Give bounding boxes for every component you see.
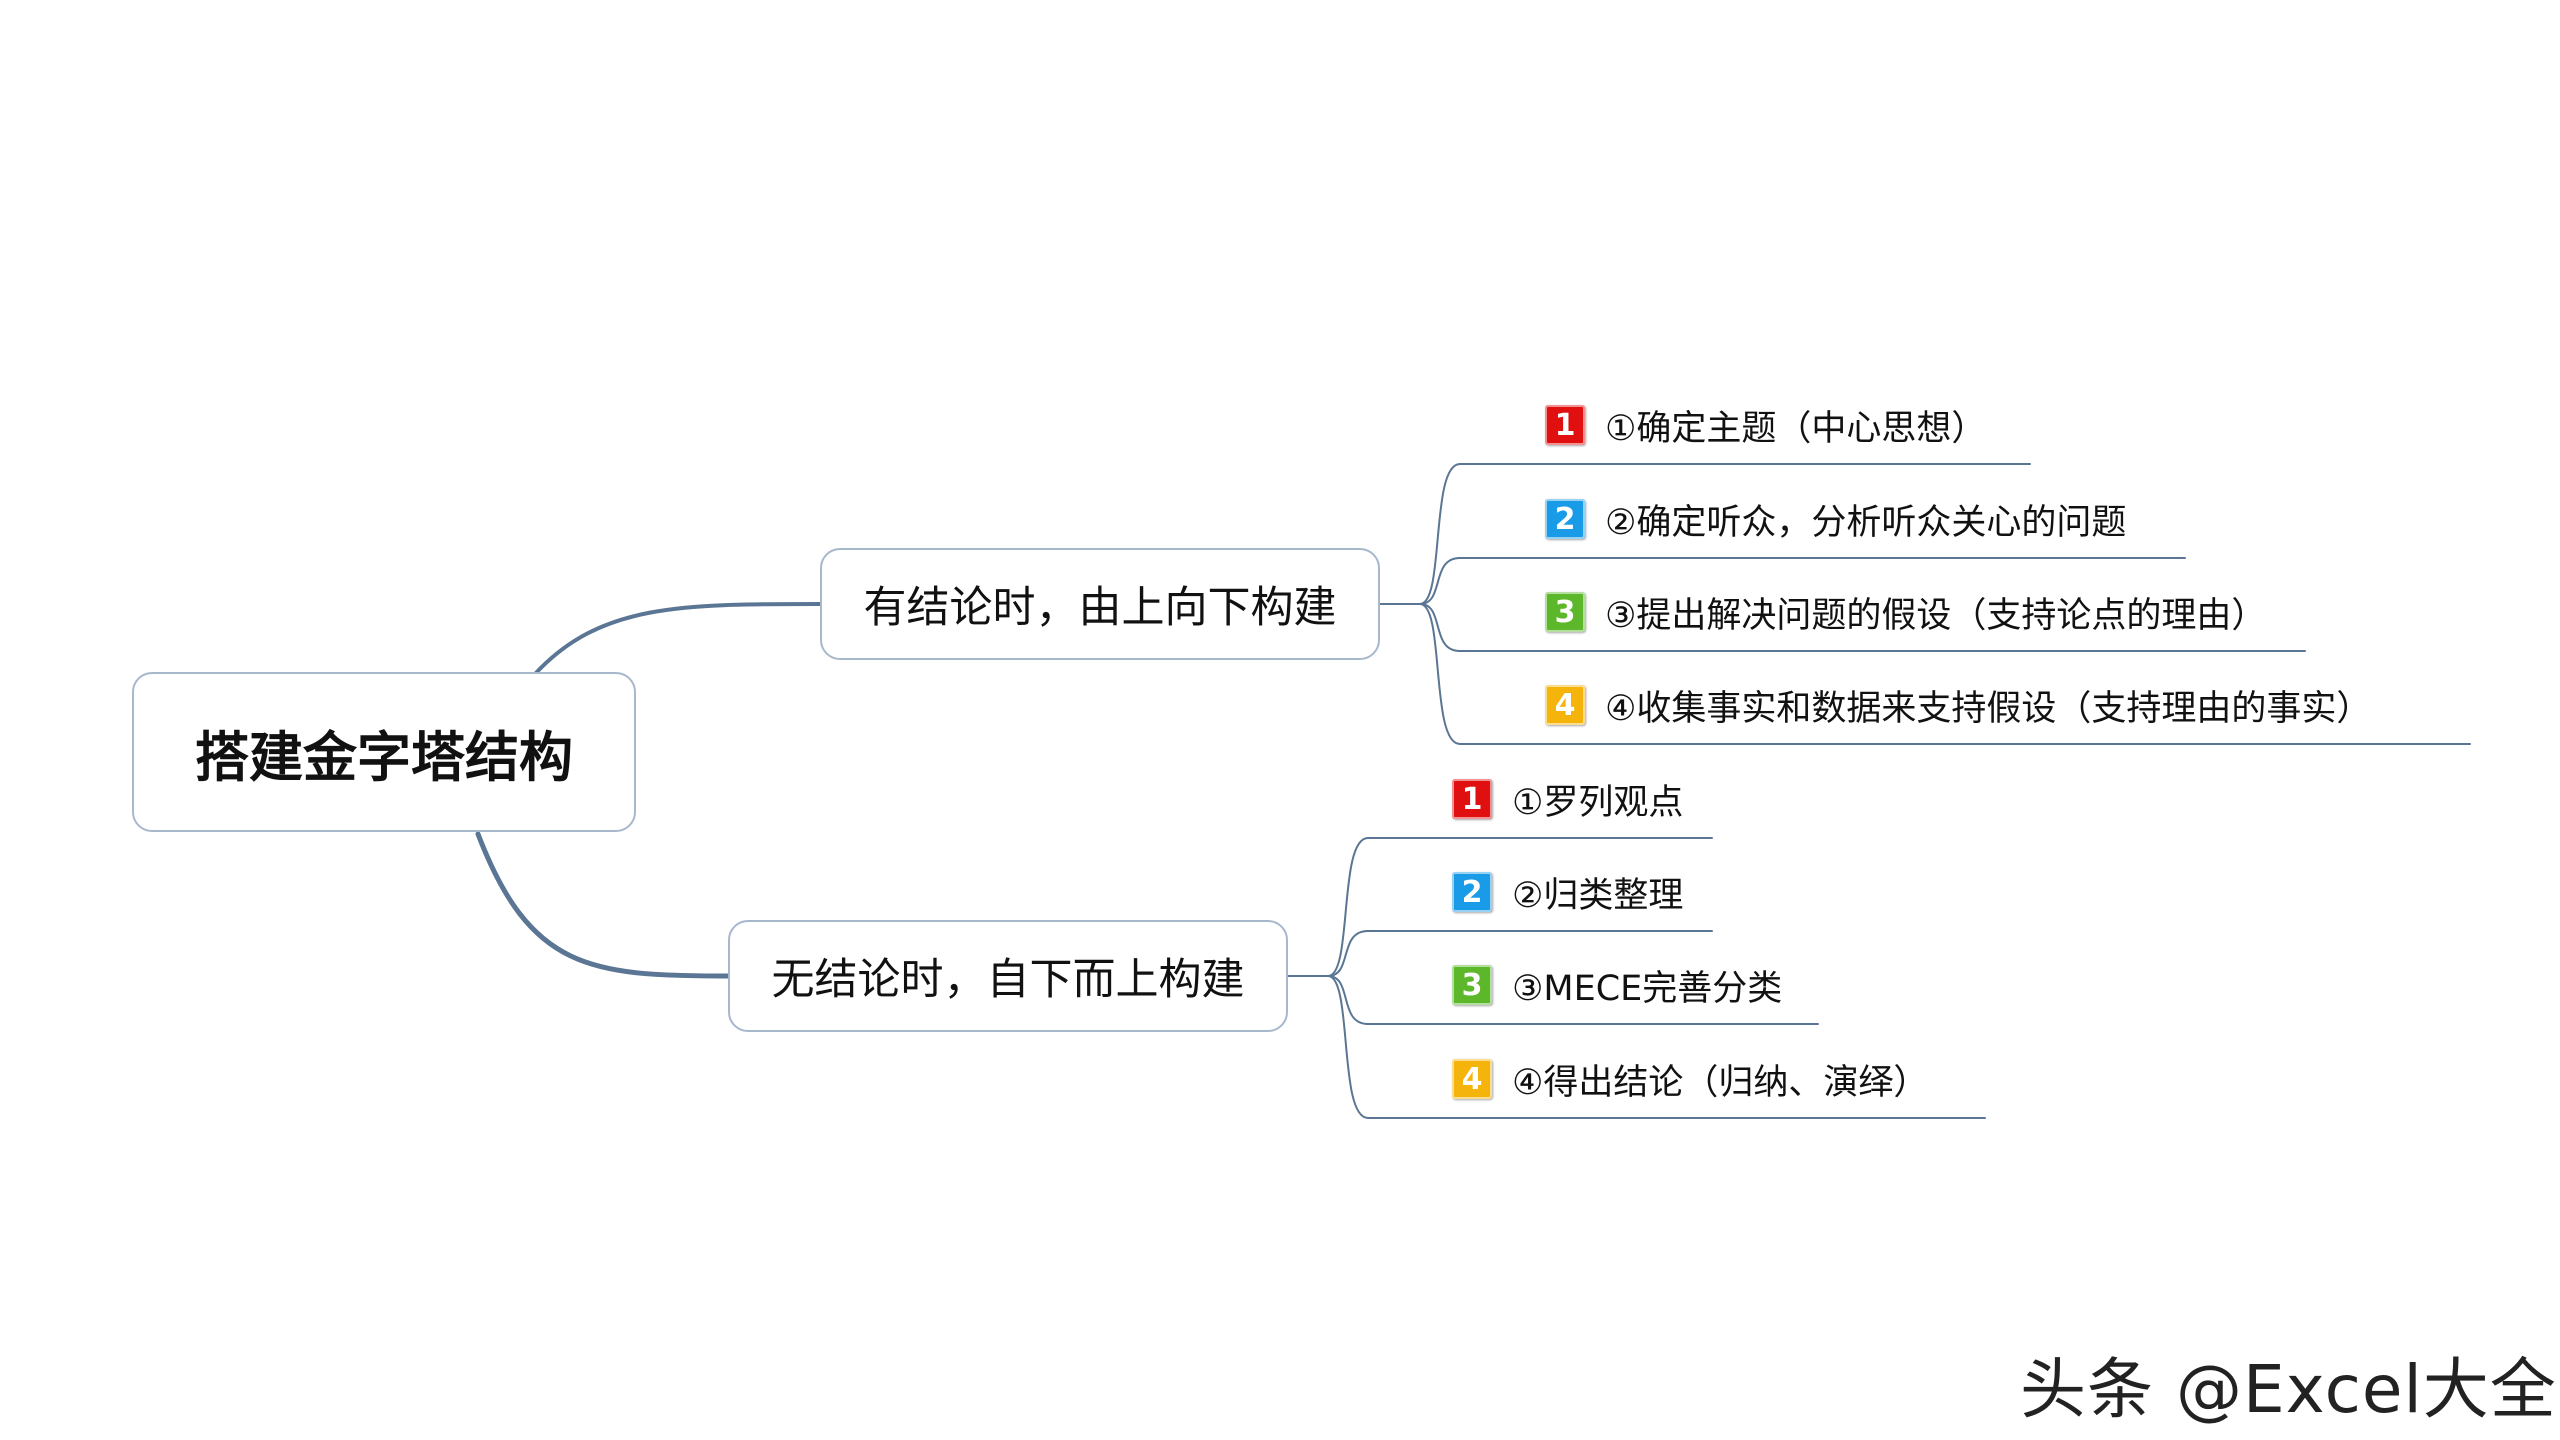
priority-3-icon: 3 [1545, 592, 1585, 632]
watermark: 头条 @Excel大全 [2020, 1351, 2557, 1428]
branch-to-leaf-line [1327, 975, 1369, 1025]
leaf-label: ③提出解决问题的假设（支持论点的理由） [1605, 595, 2267, 636]
leaf-label: ②确定听众，分析听众关心的问题 [1605, 502, 2127, 543]
leaf-item[interactable]: 2 ②确定听众，分析听众关心的问题 [1545, 484, 2126, 554]
leaf-label: ④得出结论（归纳、演绎） [1512, 1062, 1929, 1103]
branch-label: 无结论时，自下而上构建 [771, 955, 1245, 1005]
leaf-label: ①确定主题（中心思想） [1605, 408, 1987, 449]
leaf-label: ③MECE完善分类 [1512, 968, 1783, 1009]
leaf-label: ④收集事实和数据来支持假设（支持理由的事实） [1605, 688, 2372, 729]
branch-to-leaf-line [1327, 975, 1369, 1119]
priority-4-icon: 4 [1452, 1059, 1492, 1099]
branch-to-leaf-line [1419, 557, 1461, 605]
root-to-branch-line [475, 831, 731, 979]
branch-to-leaf-line [1419, 603, 1461, 652]
branch-to-leaf-line [1419, 603, 1461, 745]
priority-3-icon: 3 [1452, 965, 1492, 1005]
leaf-item[interactable]: 1 ①确定主题（中心思想） [1545, 390, 1986, 460]
leaf-item[interactable]: 2 ②归类整理 [1452, 857, 1683, 927]
leaf-item[interactable]: 1 ①罗列观点 [1452, 764, 1683, 834]
root-node[interactable]: 搭建金字塔结构 [132, 672, 636, 832]
branch-node-bottom-up[interactable]: 无结论时，自下而上构建 [728, 920, 1288, 1032]
root-to-branch-line [533, 602, 822, 676]
root-label: 搭建金字塔结构 [195, 725, 573, 789]
leaf-label: ②归类整理 [1512, 875, 1684, 916]
leaf-label: ①罗列观点 [1512, 782, 1684, 823]
priority-2-icon: 2 [1452, 872, 1492, 912]
branch-node-top-down[interactable]: 有结论时，由上向下构建 [820, 548, 1380, 660]
leaf-item[interactable]: 3 ③MECE完善分类 [1452, 950, 1782, 1020]
branch-to-leaf-line [1419, 463, 1461, 605]
branch-to-leaf-line [1327, 837, 1369, 977]
priority-4-icon: 4 [1545, 685, 1585, 725]
priority-1-icon: 1 [1545, 405, 1585, 445]
leaf-item[interactable]: 3 ③提出解决问题的假设（支持论点的理由） [1545, 577, 2266, 647]
branch-label: 有结论时，由上向下构建 [863, 583, 1337, 633]
leaf-item[interactable]: 4 ④得出结论（归纳、演绎） [1452, 1044, 1928, 1114]
leaf-item[interactable]: 4 ④收集事实和数据来支持假设（支持理由的事实） [1545, 670, 2371, 740]
priority-2-icon: 2 [1545, 499, 1585, 539]
priority-1-icon: 1 [1452, 779, 1492, 819]
branch-to-leaf-line [1327, 930, 1369, 977]
